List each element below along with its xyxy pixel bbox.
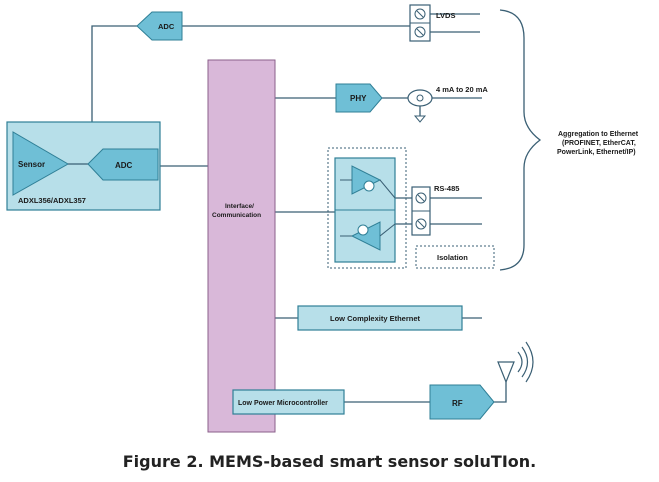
isolation-label: Isolation <box>437 253 468 262</box>
wire-transceiver-to-rs485 <box>395 197 412 225</box>
aggregation-label-line1: Aggregation to Ethernet <box>558 131 639 138</box>
low-power-mcu-block <box>232 389 345 415</box>
interface-communication-block <box>207 59 276 433</box>
interface-label-line2: Communication <box>212 212 261 219</box>
phy-label: PHY <box>350 94 367 103</box>
sensor-label: Sensor <box>18 160 45 169</box>
ground-icon <box>413 115 427 123</box>
low-complexity-ethernet-block <box>297 305 463 331</box>
part-label: ADXL356/ADXL357 <box>18 196 86 205</box>
interface-label-line1: Interface/ <box>225 203 254 210</box>
phy-shape <box>335 83 383 113</box>
sensor-amplifier-shape <box>12 131 70 196</box>
aggregation-label-line2: (PROFINET, EtherCAT, <box>562 140 636 147</box>
lvds-label: LVDS <box>436 11 455 20</box>
low-power-mcu-label: Low Power Microcontroller <box>238 400 328 407</box>
wire-lvds-out <box>430 13 480 33</box>
wire-sensor-to-top-adc <box>91 25 137 122</box>
top-adc-shape <box>136 11 183 41</box>
smart-sensor-block-diagram: Sensor ADC ADXL356/ADXL357 ADC Interface… <box>6 4 639 433</box>
driver-buffer-icon <box>340 165 396 199</box>
top-adc-label: ADC <box>158 22 175 31</box>
low-complexity-ethernet-label: Low Complexity Ethernet <box>330 314 421 323</box>
sensor-adc-label: ADC <box>115 161 133 170</box>
rf-shape <box>429 384 495 420</box>
rs485-screw-icon <box>415 192 427 230</box>
rf-label: RF <box>452 399 463 408</box>
receiver-buffer-icon <box>340 221 396 251</box>
isolation-box <box>415 245 495 269</box>
aggregation-label-line3: PowerLink, Ethernet/IP) <box>557 149 636 156</box>
isolation-dashed-border <box>327 147 407 269</box>
wire-rs485-out <box>430 197 482 225</box>
current-loop-label: 4 mA to 20 mA <box>436 85 488 94</box>
current-loop-icon <box>407 89 433 107</box>
figure-caption: Figure 2. MEMS-based smart sensor soluTI… <box>122 452 537 471</box>
antenna-icon <box>497 341 534 384</box>
sensor-adc-shape <box>87 148 159 181</box>
lvds-screw-icon <box>414 8 426 38</box>
rs485-label: RS-485 <box>434 184 459 193</box>
aggregation-brace <box>499 9 542 271</box>
wire-rf-to-antenna <box>494 382 507 403</box>
